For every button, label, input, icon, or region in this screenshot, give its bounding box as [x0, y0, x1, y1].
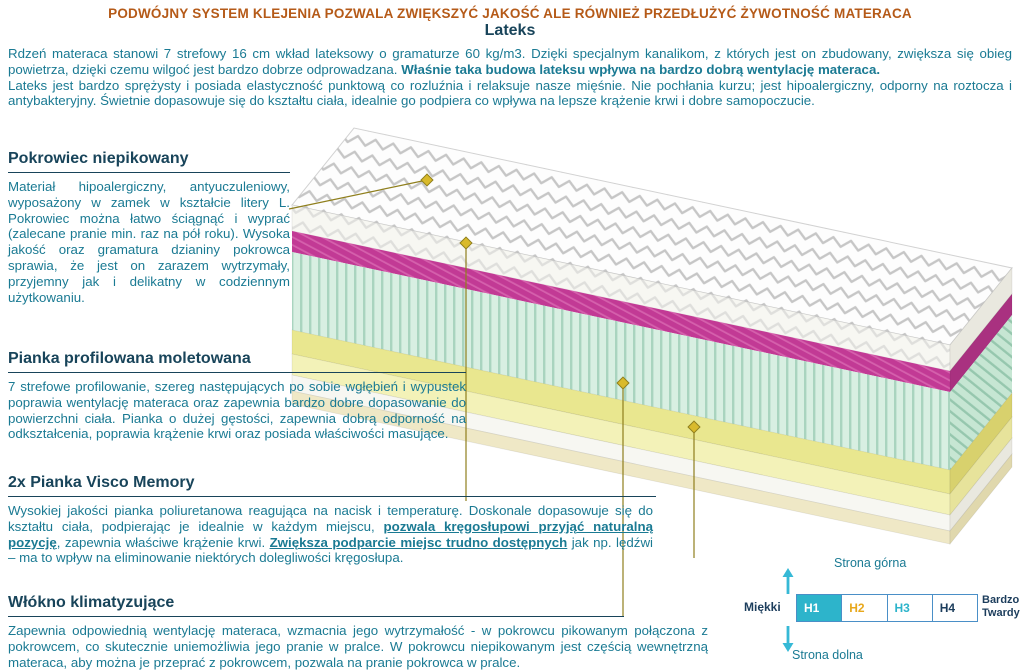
pokrowiec-heading: Pokrowiec niepikowany	[8, 150, 189, 167]
lateks-p1-text: Rdzeń materaca stanowi 7 strefowy 16 cm …	[8, 46, 1012, 77]
section-lateks: Lateks Rdzeń materaca stanowi 7 strefowy…	[8, 22, 1012, 109]
mattress-cross-section-illustration	[291, 127, 1013, 546]
hardness-cell-h2: H2	[841, 595, 886, 621]
visco-p2-text: , zapewnia właściwe krążenie krwi.	[56, 534, 270, 550]
soft-label: Miękki	[744, 600, 781, 614]
wlokno-heading-rule: Włókno klimatyzujące	[8, 594, 624, 617]
arrow-down-icon	[782, 626, 794, 652]
wlokno-heading: Włókno klimatyzujące	[8, 594, 175, 611]
visco-heading: 2x Pianka Visco Memory	[8, 474, 195, 491]
lateks-paragraph-1: Rdzeń materaca stanowi 7 strefowy 16 cm …	[8, 46, 1012, 78]
layer-base-cream-end	[949, 452, 1013, 546]
visco-p3-text: jak np. lędźwi – ma to wpływ na eliminow…	[8, 534, 653, 566]
lateks-heading: Lateks	[484, 22, 536, 39]
section-pokrowiec: Pokrowiec niepikowany Materiał hipoalerg…	[8, 150, 290, 305]
layer-lateks-mint-end	[950, 315, 1012, 470]
hardness-cell-h4: H4	[931, 595, 977, 621]
hardness-cell-h3: H3	[886, 595, 932, 621]
page-title: PODWÓJNY SYSTEM KLEJENIA POZWALA ZWIĘKSZ…	[108, 6, 912, 21]
layer-lateks-mint-front	[292, 252, 950, 470]
section-wlokno: Włókno klimatyzujące Zapewnia odpowiedni…	[8, 594, 1012, 670]
visco-p1-bold-text: pozwala kręgosłupowi przyjąć naturalną p…	[8, 518, 653, 550]
pokrowiec-paragraph: Materiał hipoalergiczny, antyuczuleniowy…	[8, 179, 290, 305]
section-pianka-profilowana: Pianka profilowana moletowana 7 strefowe…	[8, 350, 466, 442]
layer-cover-front-quilting	[292, 205, 950, 371]
pianka-profilowana-heading: Pianka profilowana moletowana	[8, 350, 251, 367]
wlokno-paragraph: Zapewnia odpowiednią wentylację materaca…	[8, 623, 708, 670]
pianka-heading-rule: Pianka profilowana moletowana	[8, 350, 466, 373]
visco-p2-bold-text: Zwiększa podparcie miejsc trudno dostępn…	[269, 534, 568, 550]
lower-side-label: Strona dolna	[792, 648, 863, 662]
visco-heading-rule: 2x Pianka Visco Memory	[8, 474, 656, 497]
layer-visco-pink-front	[292, 231, 950, 392]
section-visco-memory: 2x Pianka Visco Memory Wysokiej jakości …	[8, 474, 656, 566]
pokrowiec-heading-rule: Pokrowiec niepikowany	[8, 150, 290, 173]
pianka-profilowana-paragraph: 7 strefowe profilowanie, szereg następuj…	[8, 379, 466, 442]
very-hard-label-line1: Bardzo	[982, 594, 1020, 606]
lateks-paragraph-2: Lateks jest bardzo sprężysty i posiada e…	[8, 77, 1012, 109]
upper-side-label: Strona górna	[834, 556, 907, 570]
lateks-p1-bold-text: Właśnie taka budowa lateksu wpływa na ba…	[401, 61, 881, 77]
hardness-table: H1 H2 H3 H4	[796, 594, 978, 622]
very-hard-label-line2: Twardy	[982, 607, 1020, 619]
hardness-cell-h1: H1	[797, 595, 842, 621]
arrow-up-icon	[782, 568, 794, 594]
visco-p1-text: Wysokiej jakości pianka poliuretanowa re…	[8, 503, 653, 534]
visco-paragraph: Wysokiej jakości pianka poliuretanowa re…	[8, 503, 653, 566]
